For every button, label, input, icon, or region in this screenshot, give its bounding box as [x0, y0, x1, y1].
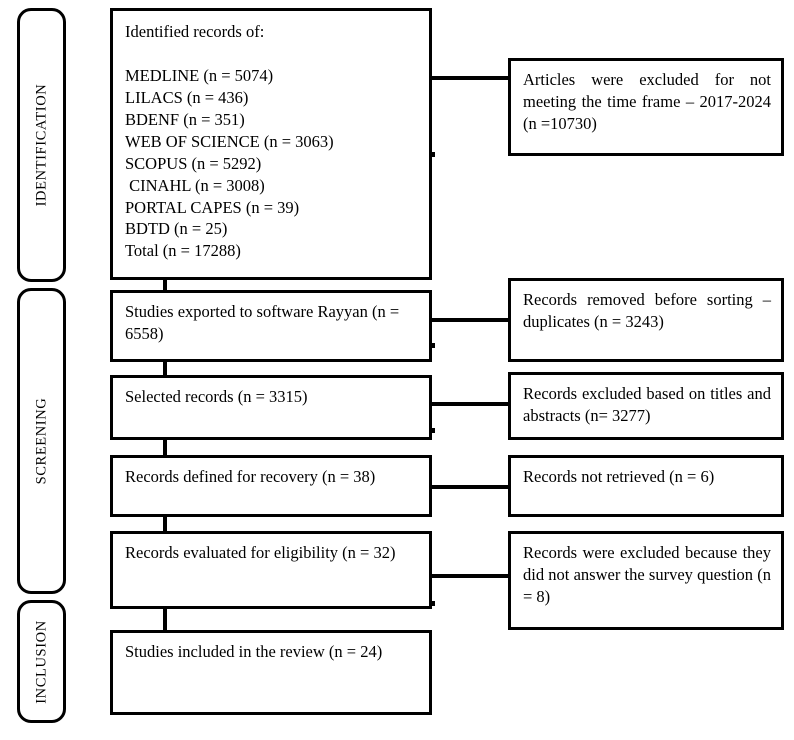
source-cinahl: CINAHL (n = 3008): [125, 175, 265, 195]
box-records-recovery: Records defined for recovery (n = 38): [110, 455, 432, 517]
not-retrieved-text: Records not retrieved (n = 6): [523, 467, 715, 486]
scan-artifact-dot: [431, 428, 435, 433]
scan-artifact-dot: [431, 343, 435, 348]
selected-records-text: Selected records (n = 3315): [125, 387, 308, 406]
box-excluded-time-frame: Articles were excluded for not meeting t…: [508, 58, 784, 156]
connector-selected-to-recovery: [163, 438, 167, 456]
excluded-titles-abstracts-text: Records excluded based on titles and abs…: [523, 384, 771, 425]
connector-selected-to-excluded-titles: [430, 402, 510, 406]
removed-duplicates-text: Records removed before sorting – duplica…: [523, 290, 771, 331]
connector-recovery-to-eligibility: [163, 515, 167, 533]
box-exported-rayyan: Studies exported to software Rayyan (n =…: [110, 290, 432, 362]
box-removed-duplicates: Records removed before sorting – duplica…: [508, 278, 784, 362]
box-records-eligibility: Records evaluated for eligibility (n = 3…: [110, 531, 432, 609]
connector-rayyan-to-removed-duplicates: [430, 318, 510, 322]
excluded-survey-question-text: Records were excluded because they did n…: [523, 543, 771, 606]
excluded-time-frame-text: Articles were excluded for not meeting t…: [523, 70, 771, 133]
connector-identified-to-excluded-time-frame: [430, 76, 510, 80]
connector-rayyan-to-selected: [163, 360, 167, 376]
identified-records-heading: Identified records of:: [125, 22, 265, 41]
scan-artifact-dot: [431, 601, 435, 606]
records-eligibility-text: Records evaluated for eligibility (n = 3…: [125, 543, 396, 562]
connector-identified-to-rayyan: [163, 280, 167, 292]
stage-label-identification-text: IDENTIFICATION: [33, 83, 49, 207]
connector-recovery-to-not-retrieved: [430, 485, 510, 489]
box-studies-included: Studies included in the review (n = 24): [110, 630, 432, 715]
stage-label-screening-text: SCREENING: [33, 397, 49, 485]
stage-label-inclusion-text: INCLUSION: [33, 619, 49, 704]
source-web-of-science: WEB OF SCIENCE (n = 3063): [125, 131, 334, 151]
connector-eligibility-to-included: [163, 607, 167, 631]
source-bdtd: BDTD (n = 25): [125, 219, 228, 239]
box-excluded-titles-abstracts: Records excluded based on titles and abs…: [508, 372, 784, 440]
exported-rayyan-text: Studies exported to software Rayyan (n =…: [125, 302, 400, 343]
stage-label-inclusion: INCLUSION: [17, 600, 66, 723]
stage-label-screening: SCREENING: [17, 288, 66, 594]
source-medline: MEDLINE (n = 5074): [125, 65, 274, 85]
source-total: Total (n = 17288): [125, 241, 241, 261]
box-excluded-survey-question: Records were excluded because they did n…: [508, 531, 784, 630]
source-scopus: SCOPUS (n = 5292): [125, 153, 262, 173]
source-lilacs: LILACS (n = 436): [125, 87, 249, 107]
box-selected-records: Selected records (n = 3315): [110, 375, 432, 440]
scan-artifact-dot: [431, 152, 435, 157]
studies-included-text: Studies included in the review (n = 24): [125, 642, 383, 661]
source-portal-capes: PORTAL CAPES (n = 39): [125, 197, 300, 217]
stage-label-identification: IDENTIFICATION: [17, 8, 66, 282]
connector-eligibility-to-excluded-survey: [430, 574, 510, 578]
box-not-retrieved: Records not retrieved (n = 6): [508, 455, 784, 517]
source-bdenf: BDENF (n = 351): [125, 109, 245, 129]
records-recovery-text: Records defined for recovery (n = 38): [125, 467, 376, 486]
box-identified-records: Identified records of: MEDLINE (n = 5074…: [110, 8, 432, 280]
spacer-line: [125, 43, 419, 65]
